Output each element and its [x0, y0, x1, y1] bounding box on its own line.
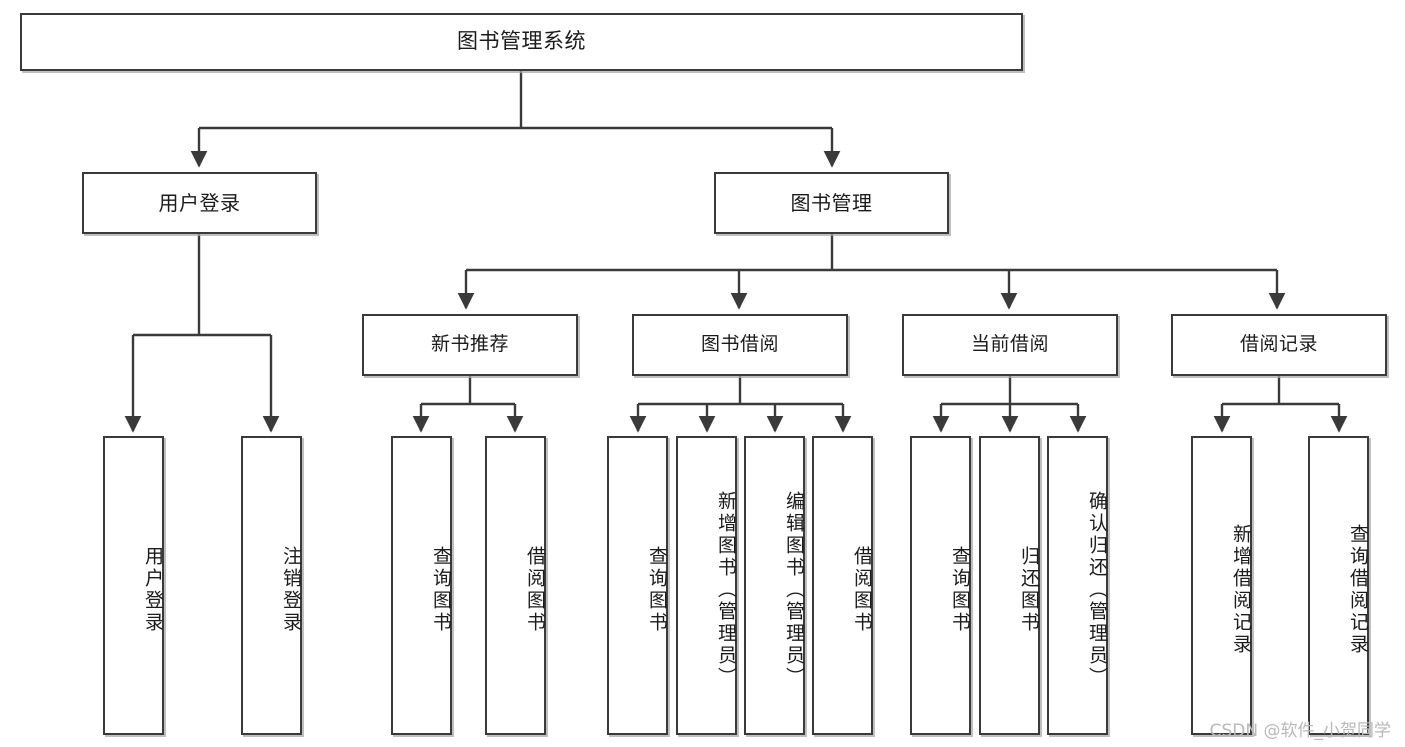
csdn-watermark: CSDN @软件_小贺同学 — [1209, 721, 1391, 741]
node-label: 图书借阅 — [700, 333, 779, 356]
node-label: 借阅图书 — [851, 545, 873, 634]
node-label: 新书推荐 — [430, 333, 509, 356]
node-leaf-borrowrecord-add-record[interactable]: 新增借阅记录 — [1191, 436, 1252, 735]
node-label: 查询借阅记录 — [1347, 523, 1369, 656]
node-leaf-logout[interactable]: 注销登录 — [241, 436, 302, 735]
node-leaf-bookborrow-query-books[interactable]: 查询图书 — [607, 436, 668, 735]
node-root-book-management-system[interactable]: 图书管理系统 — [20, 13, 1023, 71]
node-label: 编辑图书（管理员） — [783, 490, 805, 689]
node-leaf-bookborrow-borrow-books[interactable]: 借阅图书 — [812, 436, 873, 735]
node-leaf-bookborrow-add-book-admin[interactable]: 新增图书（管理员） — [676, 436, 737, 735]
node-label: 新增图书（管理员） — [715, 490, 737, 689]
node-leaf-borrowrecord-query-record[interactable]: 查询借阅记录 — [1308, 436, 1369, 735]
node-label: 归还图书 — [1018, 545, 1040, 634]
node-book-borrowing[interactable]: 图书借阅 — [632, 314, 848, 376]
node-leaf-currentborrow-confirm-return-admin[interactable]: 确认归还（管理员） — [1047, 436, 1108, 735]
node-current-borrowing[interactable]: 当前借阅 — [902, 314, 1118, 376]
node-label: 查询图书 — [646, 545, 668, 634]
node-new-book-recommendation[interactable]: 新书推荐 — [362, 314, 578, 376]
node-label: 查询图书 — [430, 545, 452, 634]
node-leaf-currentborrow-query-books[interactable]: 查询图书 — [910, 436, 971, 735]
node-label: 查询图书 — [949, 545, 971, 634]
node-leaf-newbook-borrow-books[interactable]: 借阅图书 — [485, 436, 546, 735]
node-leaf-bookborrow-edit-book-admin[interactable]: 编辑图书（管理员） — [744, 436, 805, 735]
node-label: 图书管理 — [790, 190, 873, 215]
node-label: 用户登录 — [142, 545, 164, 634]
node-label: 借阅图书 — [524, 545, 546, 634]
node-label: 图书管理系统 — [457, 29, 586, 54]
node-borrowing-records[interactable]: 借阅记录 — [1171, 314, 1387, 376]
node-label: 借阅记录 — [1239, 333, 1318, 356]
node-label: 确认归还（管理员） — [1086, 490, 1108, 689]
node-leaf-user-login[interactable]: 用户登录 — [103, 436, 164, 735]
node-label: 用户登录 — [158, 190, 241, 215]
node-label: 新增借阅记录 — [1230, 523, 1252, 656]
node-leaf-newbook-query-books[interactable]: 查询图书 — [391, 436, 452, 735]
node-leaf-currentborrow-return-books[interactable]: 归还图书 — [979, 436, 1040, 735]
node-label: 当前借阅 — [970, 333, 1049, 356]
node-user-login[interactable]: 用户登录 — [82, 172, 317, 234]
node-label: 注销登录 — [280, 545, 302, 634]
node-book-management[interactable]: 图书管理 — [714, 172, 949, 234]
